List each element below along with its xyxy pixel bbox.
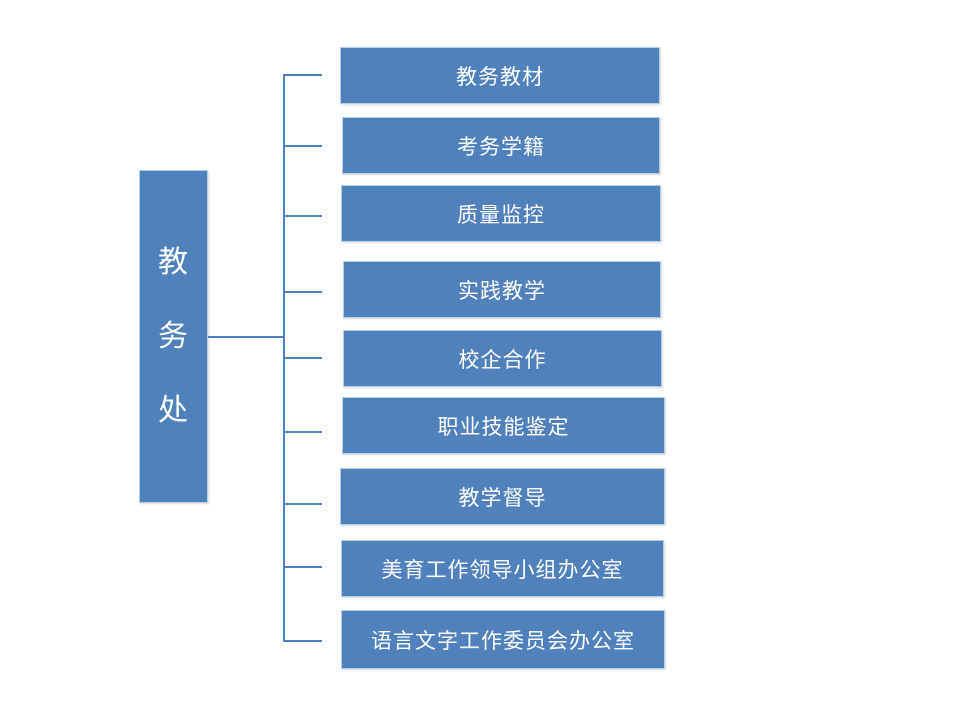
child-node-1: 教务教材 — [340, 47, 660, 104]
branch-connector-1 — [283, 74, 322, 76]
child-node-9: 语言文字工作委员会办公室 — [341, 610, 665, 669]
child-node-label: 语言文字工作委员会办公室 — [371, 628, 635, 653]
root-char-2: 务 — [158, 318, 189, 354]
child-node-4: 实践教学 — [343, 261, 661, 318]
child-node-label: 职业技能鉴定 — [437, 414, 570, 439]
branch-connector-7 — [283, 503, 322, 505]
branch-connector-8 — [283, 566, 322, 568]
child-node-label: 实践教学 — [458, 278, 546, 303]
child-node-label: 教务教材 — [456, 64, 544, 89]
child-node-3: 质量监控 — [341, 185, 661, 242]
child-node-2: 考务学籍 — [342, 117, 660, 174]
child-node-label: 校企合作 — [458, 347, 547, 372]
root-char-1: 教 — [158, 244, 189, 280]
child-node-label: 教学督导 — [458, 485, 547, 510]
branch-connector-4 — [283, 291, 322, 293]
branch-connector-2 — [283, 145, 322, 147]
child-node-label: 考务学籍 — [457, 134, 545, 159]
root-connector — [208, 336, 284, 338]
branch-connector-6 — [283, 431, 322, 433]
branch-connector-3 — [283, 215, 322, 217]
branch-connector-9 — [283, 640, 322, 642]
child-node-6: 职业技能鉴定 — [342, 397, 665, 454]
child-node-7: 教学督导 — [340, 468, 665, 525]
child-node-8: 美育工作领导小组办公室 — [341, 540, 664, 597]
child-node-5: 校企合作 — [343, 330, 662, 387]
child-node-label: 美育工作领导小组办公室 — [381, 557, 624, 582]
branch-connector-5 — [283, 357, 322, 359]
root-node-jiaowuchu: 教 务 处 — [139, 170, 208, 503]
root-char-3: 处 — [158, 392, 189, 428]
child-node-label: 质量监控 — [457, 202, 545, 227]
